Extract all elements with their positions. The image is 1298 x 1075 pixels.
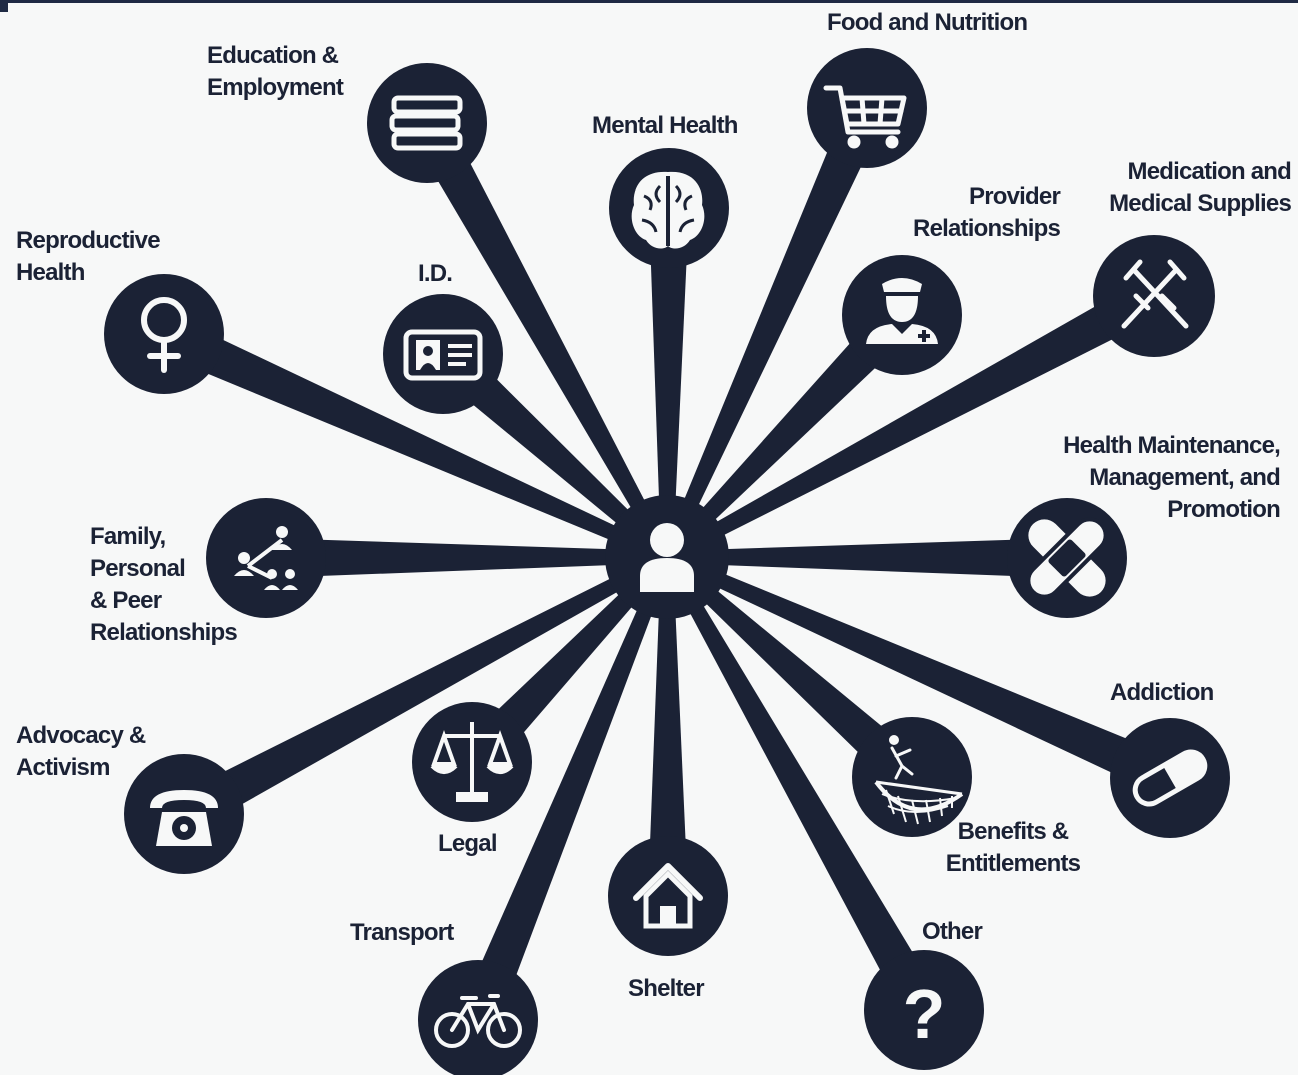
label-benefits-line1: Benefits & xyxy=(957,818,1070,845)
label-family: Family, Personal & Peer Relationships xyxy=(90,521,238,649)
crutches-icon xyxy=(1121,259,1189,329)
label-health-maintenance-line3: Promotion xyxy=(1167,496,1281,523)
label-family-line2: Personal xyxy=(90,555,186,582)
shopping-cart-icon xyxy=(823,85,907,149)
label-advocacy: Advocacy & Activism xyxy=(16,720,146,784)
label-id-line1: I.D. xyxy=(418,260,453,287)
label-family-line3: & Peer xyxy=(90,587,162,614)
label-health-maintenance: Health Maintenance, Management, and Prom… xyxy=(1063,430,1281,526)
question-mark-icon: ? xyxy=(903,975,946,1053)
spoke-advocacy xyxy=(174,551,670,832)
label-education-line2: Employment xyxy=(207,74,344,101)
label-addiction-line1: Addiction xyxy=(1110,679,1214,706)
label-other-line1: Other xyxy=(922,918,983,945)
scales-icon xyxy=(430,722,514,802)
label-mental-health-line1: Mental Health xyxy=(592,112,738,139)
node-transport xyxy=(418,960,538,1075)
spoke-other xyxy=(661,554,942,1020)
female-symbol-icon xyxy=(141,297,187,373)
spoke-health xyxy=(666,538,1068,578)
label-advocacy-line1: Advocacy & xyxy=(16,722,146,749)
label-family-line1: Family, xyxy=(90,523,166,550)
spoke-food xyxy=(661,99,886,560)
node-shelter xyxy=(608,836,728,956)
label-reproductive-line1: Reproductive xyxy=(16,227,161,254)
node-reproductive xyxy=(104,274,224,394)
label-medication-line2: Medical Supplies xyxy=(1109,190,1292,217)
spoke-transport xyxy=(459,554,673,1028)
label-provider-line2: Relationships xyxy=(913,215,1061,242)
node-education xyxy=(367,63,487,183)
label-medication: Medication and Medical Supplies xyxy=(1109,156,1292,220)
label-education-line1: Education & xyxy=(207,42,339,69)
spoke-id xyxy=(429,339,672,562)
books-icon xyxy=(389,95,463,151)
label-mental-health: Mental Health xyxy=(592,110,738,142)
spoke-benefits xyxy=(662,552,926,792)
label-addiction: Addiction xyxy=(1110,677,1214,709)
doctor-icon xyxy=(866,278,938,344)
label-other: Other xyxy=(922,916,983,948)
label-benefits-line2: Entitlements xyxy=(945,850,1081,877)
label-education: Education & Employment xyxy=(207,40,344,104)
spoke-shelter xyxy=(648,556,688,897)
spoke-mental xyxy=(649,207,689,558)
label-provider: Provider Relationships xyxy=(913,181,1061,245)
top-corner-mark xyxy=(0,0,8,12)
house-icon xyxy=(633,863,703,929)
spoke-provider xyxy=(662,301,917,562)
pill-capsule-icon xyxy=(1132,749,1208,807)
label-reproductive-line2: Health xyxy=(16,259,85,286)
label-id: I.D. xyxy=(418,258,453,290)
spoke-addiction xyxy=(664,551,1179,797)
label-legal: Legal xyxy=(438,828,497,860)
label-benefits: Benefits & Entitlements xyxy=(938,816,1088,880)
safety-net-icon xyxy=(874,735,964,825)
label-family-line4: Relationships xyxy=(90,619,238,646)
bandage-icon xyxy=(1026,517,1108,599)
label-transport-line1: Transport xyxy=(350,919,454,946)
node-icons: ? xyxy=(141,85,1208,1053)
label-legal-line1: Legal xyxy=(438,830,497,857)
label-food-line1: Food and Nutrition xyxy=(827,9,1028,36)
node-food xyxy=(807,48,927,168)
label-shelter: Shelter xyxy=(628,973,705,1005)
bicycle-icon xyxy=(434,994,522,1048)
brain-icon xyxy=(631,171,705,249)
spoke-reproductive xyxy=(155,315,670,563)
telephone-icon xyxy=(150,790,218,846)
node-id xyxy=(383,294,503,414)
label-advocacy-line2: Activism xyxy=(16,754,110,781)
label-health-maintenance-line2: Management, and xyxy=(1089,464,1281,491)
spoke-family xyxy=(265,538,668,578)
label-reproductive: Reproductive Health xyxy=(16,225,161,289)
node-other xyxy=(864,950,984,1070)
label-food: Food and Nutrition xyxy=(827,7,1028,39)
id-card-icon xyxy=(403,329,483,381)
label-shelter-line1: Shelter xyxy=(628,975,705,1002)
label-health-maintenance-line1: Health Maintenance, xyxy=(1063,432,1281,459)
spoke-medication xyxy=(664,278,1164,563)
people-network-icon xyxy=(234,526,298,590)
spoke-education xyxy=(409,113,673,560)
label-transport: Transport xyxy=(350,917,454,949)
label-medication-line1: Medication and xyxy=(1127,158,1292,185)
label-provider-line1: Provider xyxy=(969,183,1061,210)
person-icon xyxy=(640,523,694,592)
top-border xyxy=(0,0,1298,3)
